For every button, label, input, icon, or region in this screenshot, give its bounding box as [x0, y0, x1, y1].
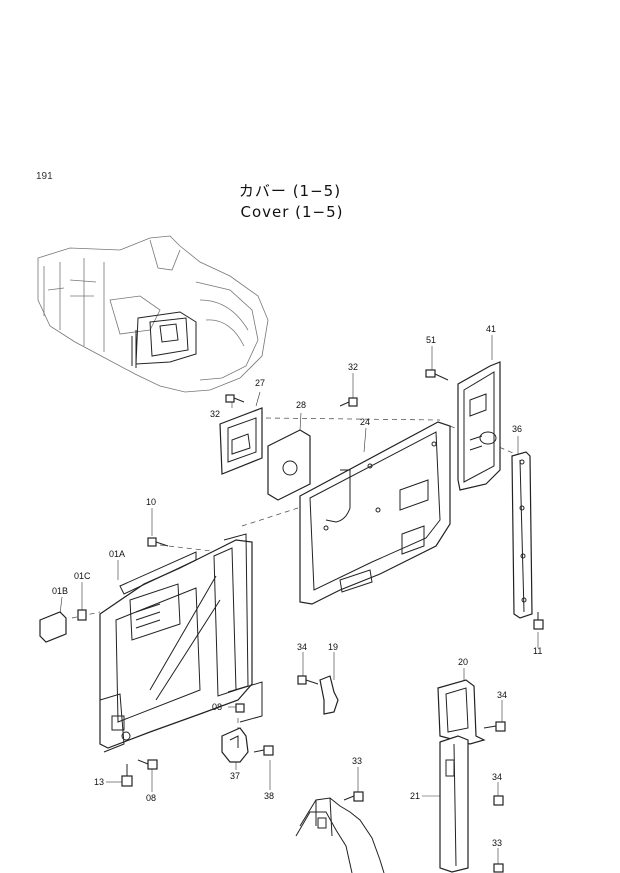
part-label-41: 41	[486, 324, 496, 334]
panel-20	[437, 679, 486, 745]
lower-frame	[295, 797, 385, 873]
part-label-32: 32	[210, 409, 220, 419]
bolt-08-upper	[235, 703, 245, 713]
part-label-28: 28	[296, 400, 306, 410]
bar-36	[511, 451, 533, 619]
part-label-13: 13	[94, 777, 104, 787]
part-label-36: 36	[512, 424, 522, 434]
diagram-title-english: Cover (1−5)	[240, 203, 344, 221]
bolt-10	[147, 537, 169, 547]
part-label-51: 51	[426, 335, 436, 345]
panel-24	[299, 421, 451, 605]
part-label-34: 34	[497, 690, 507, 700]
bolt-33-lower	[493, 863, 504, 873]
leader-lines	[59, 335, 539, 866]
plug-01B	[39, 611, 67, 643]
plate-27	[219, 407, 263, 475]
page-number: 191	[36, 171, 53, 182]
part-label-32: 32	[348, 362, 358, 372]
part-label-34: 34	[492, 772, 502, 782]
bracket-19	[319, 675, 339, 715]
part-label-01A: 01A	[109, 549, 125, 559]
panel-21	[439, 735, 469, 873]
part-label-01C: 01C	[74, 571, 91, 581]
bolt-11	[533, 612, 544, 630]
part-label-20: 20	[458, 657, 468, 667]
part-label-37: 37	[230, 771, 240, 781]
bolt-13	[121, 764, 133, 787]
part-label-33: 33	[492, 838, 502, 848]
cover-assembly-01A	[99, 533, 263, 753]
part-label-21: 21	[410, 791, 420, 801]
bracket-41	[457, 361, 501, 491]
part-label-19: 19	[328, 642, 338, 652]
part-label-08: 08	[146, 793, 156, 803]
bolt-32-left	[225, 394, 245, 403]
part-label-24: 24	[360, 417, 370, 427]
diagram-title-japanese: カバー (1−5)	[238, 182, 342, 200]
part-label-10: 10	[146, 497, 156, 507]
bolt-34-right	[483, 721, 506, 732]
bolt-34-upper	[297, 675, 319, 685]
part-label-33: 33	[352, 756, 362, 766]
bolt-08-lower	[137, 759, 158, 770]
bolt-01C	[77, 609, 87, 621]
part-label-08: 08	[212, 702, 222, 712]
bracket-37	[221, 727, 249, 763]
part-label-38: 38	[264, 791, 274, 801]
bolt-51	[425, 369, 449, 381]
part-label-27: 27	[255, 378, 265, 388]
part-label-11: 11	[533, 646, 542, 656]
machine-overview-illustration	[37, 235, 269, 393]
plate-28	[267, 429, 311, 501]
bolt-32-right	[339, 397, 358, 407]
bolt-33-upper	[343, 791, 364, 802]
part-label-01B: 01B	[52, 586, 68, 596]
bolt-34-lower	[493, 795, 504, 806]
part-label-34: 34	[297, 642, 307, 652]
part-number-labels: 51 41 32 27 28 32 24 36 10 01A 01B 01C 1…	[52, 324, 542, 848]
bolt-38	[253, 745, 274, 756]
